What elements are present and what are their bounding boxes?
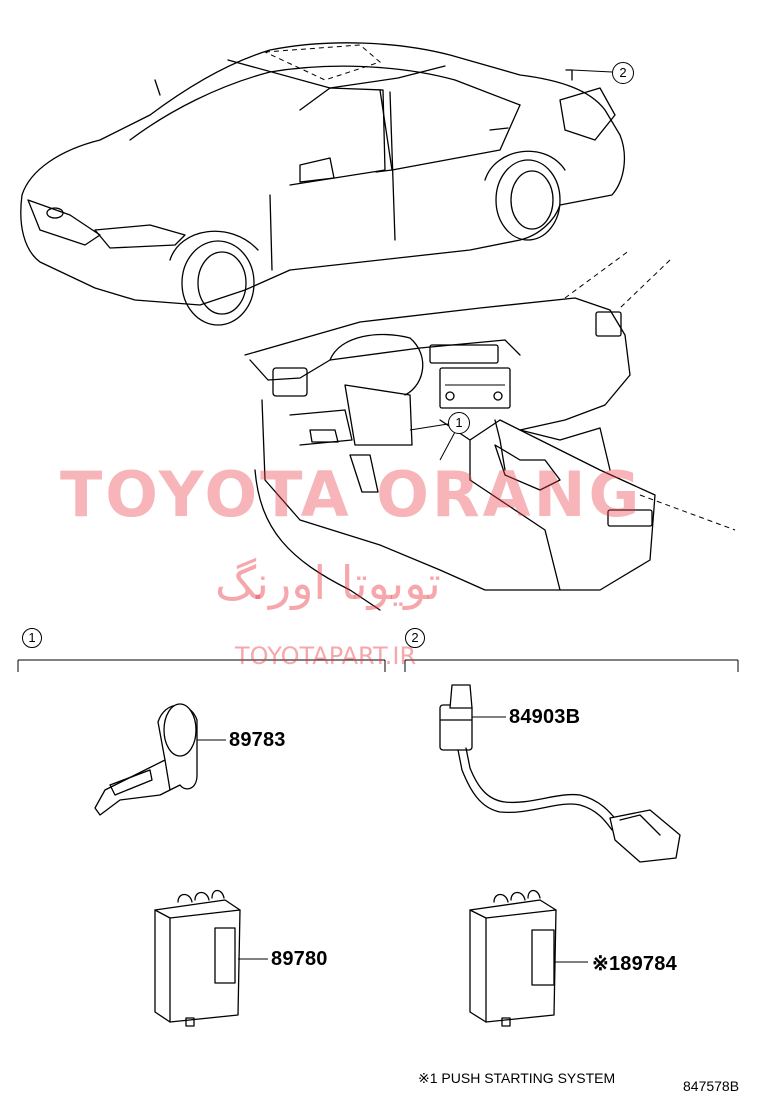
section-number: 2 xyxy=(411,630,419,645)
watermark-english: TOYOTA ORANG xyxy=(60,458,643,531)
part-label-89780: 89780 xyxy=(271,948,328,970)
part-89783-drawing xyxy=(94,703,226,816)
section-brackets xyxy=(17,659,739,672)
callout-1-dashboard: 1 xyxy=(448,412,470,434)
diagram-reference-code: 847578B xyxy=(683,1078,740,1094)
watermark-persian: تویوتا اورنگ xyxy=(215,556,441,610)
part-label-89784: ※189784 xyxy=(592,953,677,975)
watermark-url: TOYOTAPART.IR xyxy=(235,642,417,670)
dashboard-illustration xyxy=(244,249,736,611)
part-label-89783: 89783 xyxy=(229,729,286,751)
car-illustration xyxy=(20,42,626,326)
callout-number: 1 xyxy=(455,415,463,430)
part-84903B-drawing xyxy=(439,684,681,863)
part-89780-drawing xyxy=(154,889,268,1027)
callout-2-top: 2 xyxy=(612,62,634,84)
section-number: 1 xyxy=(28,630,36,645)
part-89784-drawing xyxy=(469,889,588,1027)
footnote-push-starting-system: ※1 PUSH STARTING SYSTEM xyxy=(418,1070,616,1086)
callout-number: 2 xyxy=(619,65,627,80)
section-1-index: 1 xyxy=(22,628,42,648)
part-label-84903B: 84903B xyxy=(509,706,581,728)
section-2-index: 2 xyxy=(405,628,425,648)
